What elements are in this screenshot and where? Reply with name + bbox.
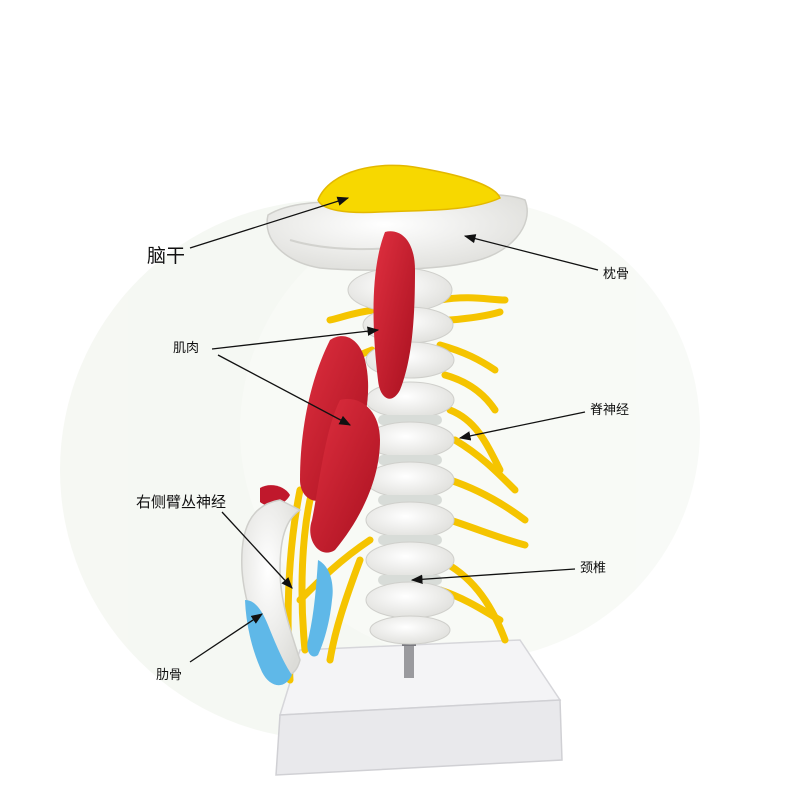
pointer-rib bbox=[189, 613, 263, 663]
pointer-occipital bbox=[463, 234, 599, 271]
label-right-brachial-plexus: 右侧臂丛神经 bbox=[136, 493, 227, 511]
pointer-muscle-upper bbox=[211, 326, 380, 350]
pointer-brachial-plexus bbox=[221, 511, 293, 589]
label-muscle: 肌肉 bbox=[173, 341, 200, 356]
label-occipital: 枕骨 bbox=[603, 267, 630, 282]
pointer-cervical-vertebrae bbox=[410, 568, 576, 584]
pointer-spinal-nerve bbox=[458, 411, 586, 441]
pointer-muscle-lower bbox=[217, 354, 352, 426]
rib bbox=[241, 499, 333, 686]
label-rib: 肋骨 bbox=[156, 668, 183, 683]
display-stand bbox=[275, 630, 563, 776]
label-spinal-nerve: 脊神经 bbox=[590, 403, 630, 418]
brainstem bbox=[317, 164, 501, 214]
muscles bbox=[260, 231, 415, 553]
pointer-lines bbox=[189, 196, 599, 663]
spinal-nerves bbox=[436, 294, 529, 644]
label-cervical-vertebrae: 颈椎 bbox=[580, 561, 607, 576]
pointer-brainstem bbox=[189, 196, 350, 249]
label-brainstem: 脑干 bbox=[147, 245, 186, 267]
